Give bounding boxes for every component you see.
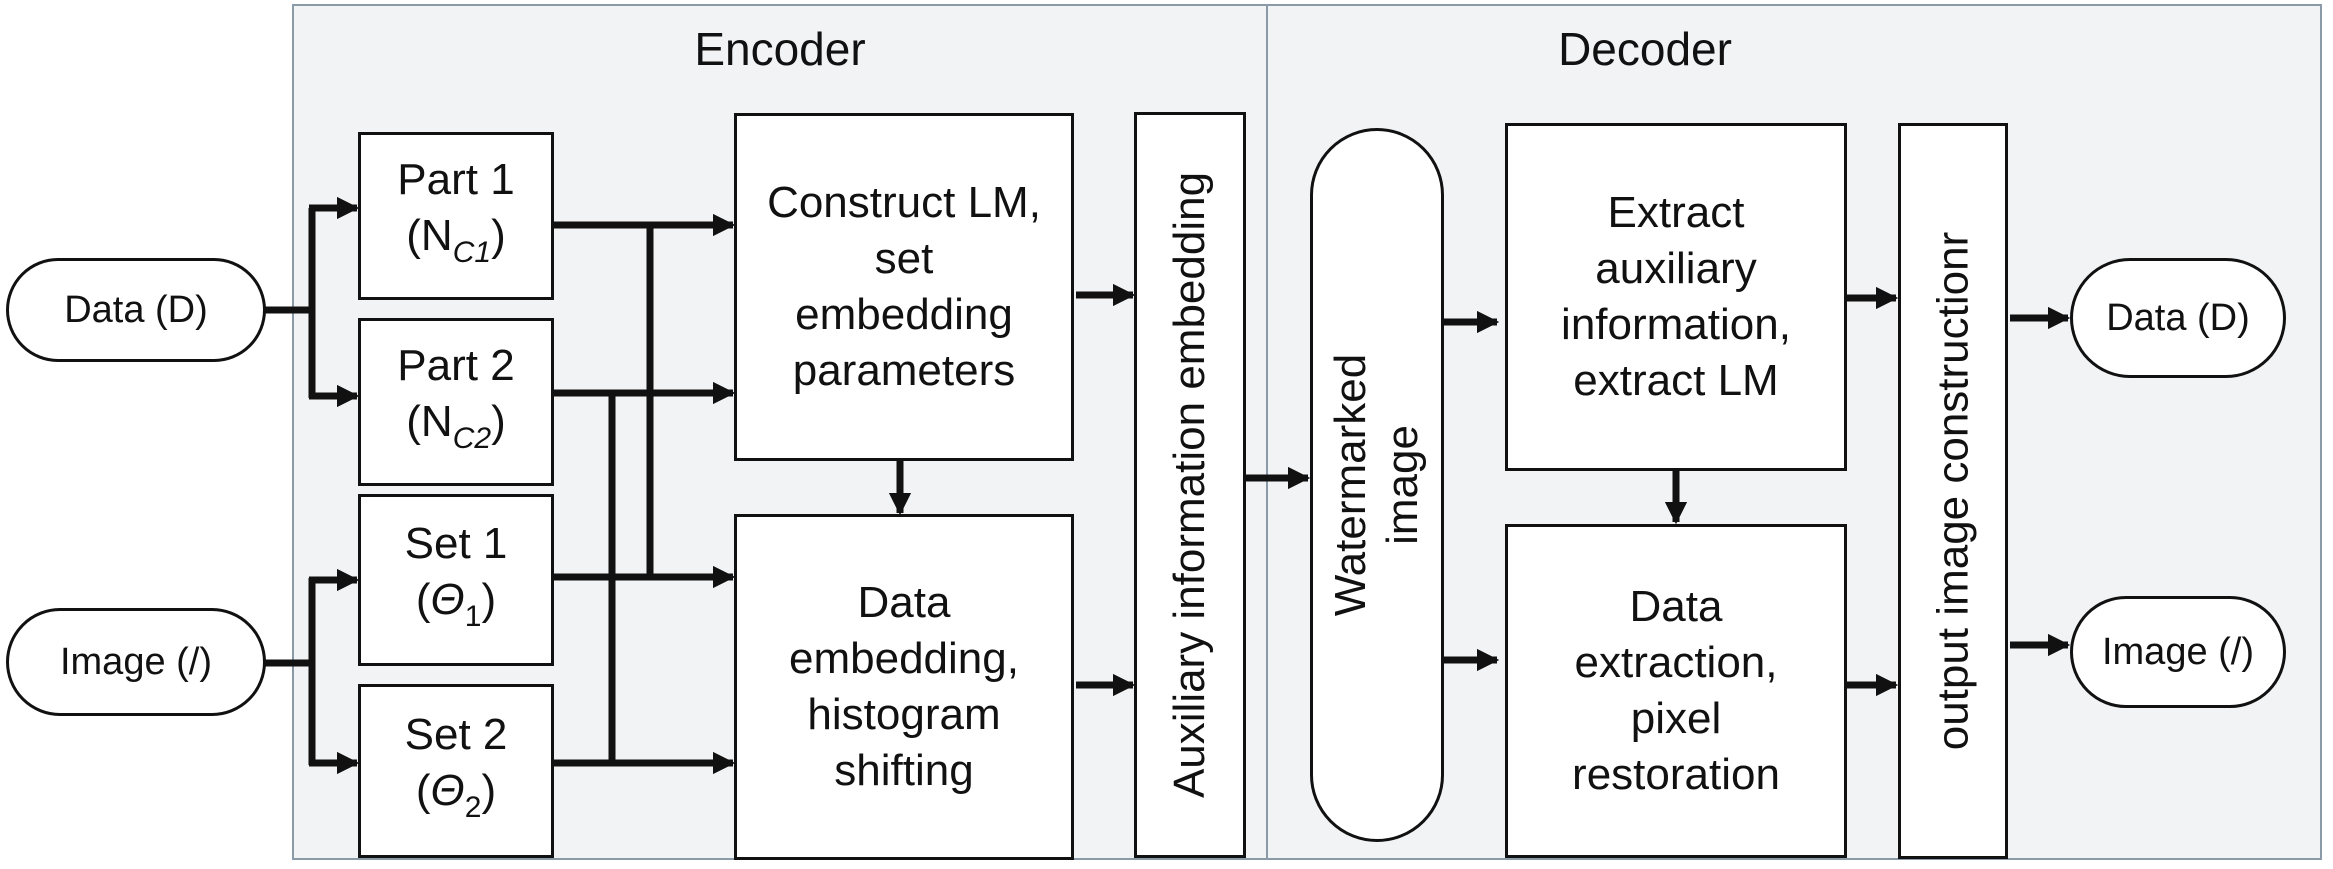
restore-line-3: pixel: [1630, 694, 1722, 743]
encoder-title: Encoder: [694, 23, 866, 75]
construct-lm-box: Construct LM, set embedding parameters: [734, 113, 1074, 461]
extract-auxiliary-box: Extract auxiliary information, extract L…: [1505, 123, 1847, 471]
data-output-pill: Data (D): [2070, 258, 2286, 378]
extract-line-1: Extract: [1607, 188, 1745, 237]
output-construction-label-wrap: output image constructionr: [1898, 123, 2008, 859]
image-input-pill: Image (/): [6, 608, 266, 716]
data-input-label: Data (D): [64, 288, 208, 331]
set1-symbol: (Θ1): [415, 574, 497, 633]
output-construction-box: [1898, 123, 2008, 859]
construct-line-1: Construct LM,: [767, 178, 1041, 227]
image-output-pill: Image (/): [2070, 596, 2286, 708]
data-restoration-box: Data extraction, pixel restoration: [1505, 524, 1847, 858]
part2-symbol: (NC2): [406, 396, 506, 455]
part1-symbol: (NC1): [406, 210, 506, 269]
restore-line-1: Data: [1629, 582, 1723, 631]
set2-label: Set 2: [404, 709, 508, 759]
part1-box: Part 1 (NC1): [358, 132, 554, 300]
auxiliary-embedding-box: [1134, 112, 1246, 858]
set1-box: Set 1 (Θ1): [358, 494, 554, 666]
data-embedding-box: Data embedding, histogram shifting: [734, 514, 1074, 860]
decoder-title: Decoder: [1558, 23, 1732, 75]
data-input-pill: Data (D): [6, 258, 266, 362]
construct-line-2: set: [874, 234, 934, 283]
auxiliary-embedding-label-wrap: Auxiliary information embedding: [1134, 112, 1246, 858]
set2-symbol: (Θ2): [415, 765, 497, 824]
restore-line-4: restoration: [1572, 750, 1780, 799]
embedding-line-2: embedding,: [789, 634, 1019, 683]
image-output-label: Image (/): [2101, 630, 2255, 673]
auxiliary-embedding-label: Auxiliary information embedding: [1165, 171, 1215, 799]
part1-label: Part 1: [397, 154, 515, 204]
embedding-line-1: Data: [857, 578, 951, 627]
construct-line-4: parameters: [792, 346, 1016, 395]
part2-box: Part 2 (NC2): [358, 318, 554, 486]
set1-label: Set 1: [404, 518, 508, 568]
extract-line-4: extract LM: [1573, 356, 1779, 405]
data-output-label: Data (D): [2106, 296, 2250, 339]
embedding-line-3: histogram: [807, 690, 1001, 739]
watermarked-image-box: [1310, 128, 1444, 842]
set2-box: Set 2 (Θ2): [358, 684, 554, 858]
image-input-label: Image (/): [59, 640, 213, 683]
restore-line-2: extraction,: [1574, 638, 1778, 687]
extract-line-3: information,: [1561, 300, 1791, 349]
output-construction-label: output image constructionr: [1928, 231, 1978, 751]
construct-line-3: embedding: [795, 290, 1013, 339]
extract-line-2: auxiliary: [1595, 244, 1757, 293]
part2-label: Part 2: [397, 340, 515, 390]
embedding-line-4: shifting: [834, 746, 974, 795]
